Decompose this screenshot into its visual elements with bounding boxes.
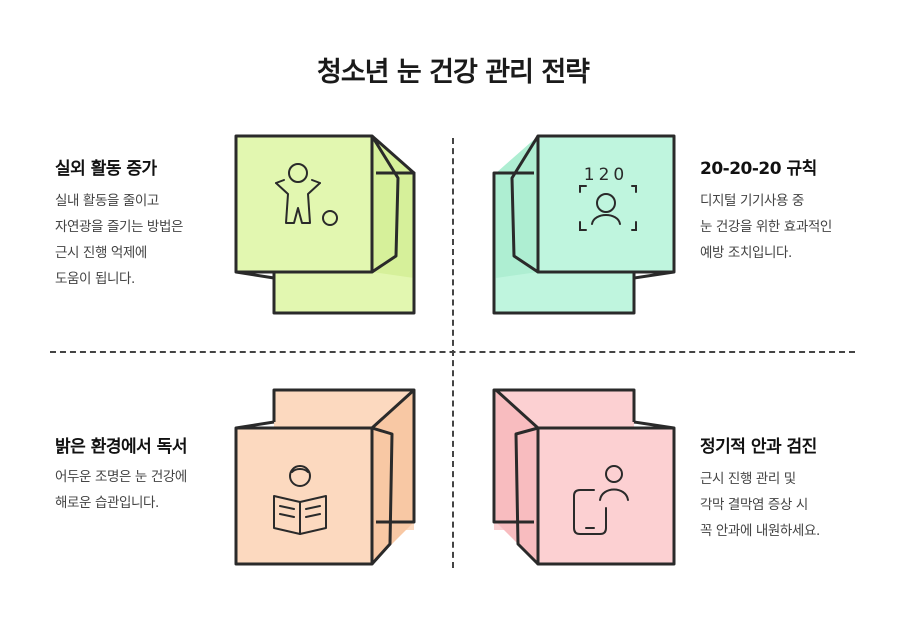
section-heading: 밝은 환경에서 독서 [55, 437, 187, 457]
cube-illustration: 120 [492, 134, 676, 315]
child-playing-ball-icon [275, 163, 338, 226]
section-heading: 정기적 안과 검진 [700, 437, 817, 457]
face-scan-120-icon: 120 [579, 165, 637, 231]
section-heading: 실외 활동 증가 [55, 159, 157, 179]
eye-exam-person-icon [573, 465, 629, 535]
section-heading: 20-20-20 규칙 [700, 159, 817, 179]
horizontal-divider [50, 351, 855, 353]
cube-fill [494, 390, 674, 564]
cube-illustration [492, 388, 676, 566]
cube-fill [236, 136, 414, 313]
page-title: 청소년 눈 건강 관리 전략 [317, 57, 590, 88]
vertical-divider [452, 138, 454, 568]
section-description: 디지털 기기사용 중 눈 건강을 위한 효과적인 예방 조치입니다. [700, 193, 832, 261]
icon-text: 120 [584, 165, 628, 185]
section-description: 실내 활동을 줄이고 자연광을 즐기는 방법은 근시 진행 억제에 도움이 됩니… [55, 193, 183, 287]
section-description: 어두운 조명은 눈 건강에 해로운 습관입니다. [55, 469, 187, 511]
section-description: 근시 진행 관리 및 각막 결막염 증상 시 꼭 안과에 내원하세요. [700, 471, 820, 539]
cube-illustration [234, 388, 416, 566]
person-reading-book-icon [273, 465, 327, 535]
cube-illustration [234, 134, 416, 315]
